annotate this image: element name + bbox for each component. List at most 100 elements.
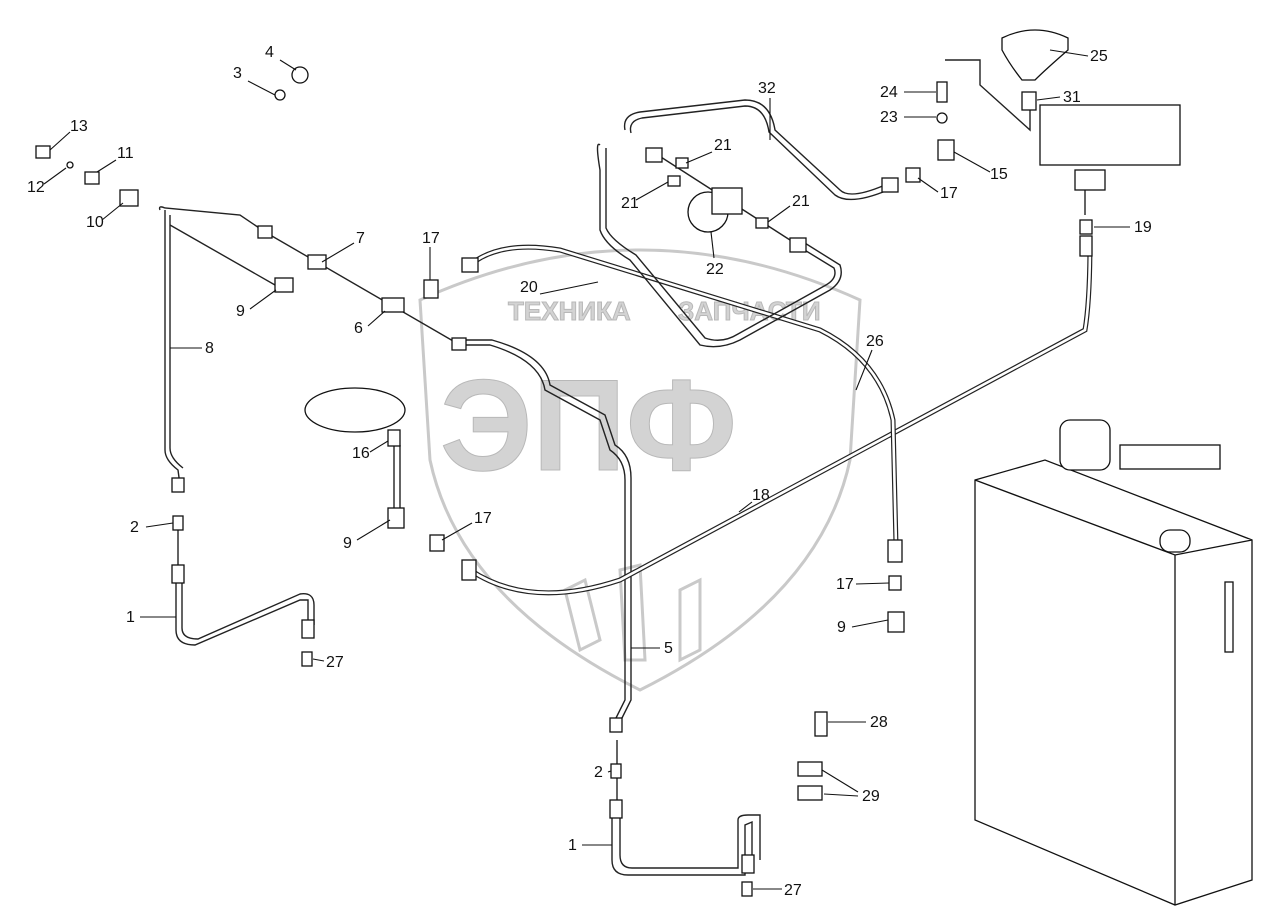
callout-leader [539,281,599,295]
valve-block-base [1074,169,1106,191]
callout-leader [855,349,873,391]
adapter-19 [1079,219,1093,235]
callout-number: 17 [836,576,854,593]
adapter-16 [387,429,401,447]
tee-15 [937,139,955,161]
callout-number: 3 [233,65,242,82]
nut-fitting [609,717,623,733]
callout-leader [367,310,386,327]
callout-number: 9 [343,535,352,552]
callout-leader [821,769,859,793]
fitting-21 [755,217,769,229]
adapter-17 [888,575,902,591]
cap-13 [35,145,51,159]
callout-number: 32 [758,80,776,97]
callout-number: 20 [520,279,538,296]
callout-number: 26 [866,333,884,350]
callout-number: 6 [354,320,363,337]
elbow-9 [887,611,905,633]
adapter-17 [423,279,439,299]
hose-end [301,619,315,639]
hydraulic-tank [974,419,1253,906]
plug-27 [741,881,753,897]
callout-leader [441,522,473,541]
callout-number: 18 [752,487,770,504]
callout-leader [49,131,71,151]
fittings [35,29,1181,897]
hose-end [881,177,899,193]
callout-leader [855,582,890,585]
plug-27 [301,651,313,667]
adapter-2 [172,515,184,531]
callout-number: 5 [664,640,673,657]
callout-number: 10 [86,214,104,231]
valve-body [711,187,743,215]
clamp-29 [797,761,823,777]
fitting-21 [675,157,689,169]
callout-leader [953,151,991,173]
callout-number: 21 [621,195,639,212]
callout-number: 1 [126,609,135,626]
watermark-logo-text: ЭПФ [440,352,737,498]
clamp-29 [797,785,823,801]
callout-number: 7 [356,230,365,247]
callout-leader [321,242,355,263]
hose-end [609,799,623,819]
nut [451,337,467,351]
watermark-left-text: ТЕХНИКА [508,296,631,326]
callout-number: 21 [792,193,810,210]
seal-3 [274,89,286,101]
nut-10 [119,189,139,207]
callout-leader [635,181,669,201]
callout-number: 29 [862,788,880,805]
callout-leader [356,519,391,541]
callout-number: 27 [326,654,344,671]
callout-leader [823,793,859,797]
pump-fittings [1119,444,1221,470]
valve-block [1039,104,1181,166]
adapter-17 [429,534,445,552]
callout-number: 19 [1134,219,1152,236]
adapter-17 [905,167,921,183]
callouts: 1122345678999101112131516171717171819202… [27,44,1152,899]
callout-leader [738,501,753,513]
callout-leader [96,159,117,173]
bolt-24 [936,81,948,103]
callout-number: 21 [714,137,732,154]
hose-end [171,564,185,584]
adapter-31 [1021,91,1037,111]
callout-leader [145,522,174,528]
callout-number: 9 [837,619,846,636]
tee-7 [307,254,327,270]
callout-leader [249,289,277,310]
hose-end [741,854,755,874]
callout-leader [43,167,67,185]
callout-leader [1036,96,1061,101]
callout-number: 28 [870,714,888,731]
fitting-21 [667,175,681,187]
callout-number: 16 [352,445,370,462]
callout-number: 13 [70,118,88,135]
callout-leader [767,205,791,223]
callout-leader [851,619,889,628]
callout-leader [685,151,713,164]
nut-fitting [171,477,185,493]
nut [257,225,273,239]
adapter-11 [84,171,100,185]
hose-end [887,539,903,563]
callout-leader [312,658,325,662]
callout-number: 12 [27,179,45,196]
hose-end [789,237,807,253]
callout-number: 22 [706,261,724,278]
filter-spring [304,387,406,433]
callout-leader [369,440,389,453]
washer-23 [936,112,948,124]
callout-number: 17 [474,510,492,527]
callout-leader [279,59,297,71]
callout-number: 8 [205,340,214,357]
accumulator-25 [1001,29,1069,81]
filler-cap [1159,529,1191,553]
tee-6 [381,297,405,313]
callout-leader [101,202,124,221]
